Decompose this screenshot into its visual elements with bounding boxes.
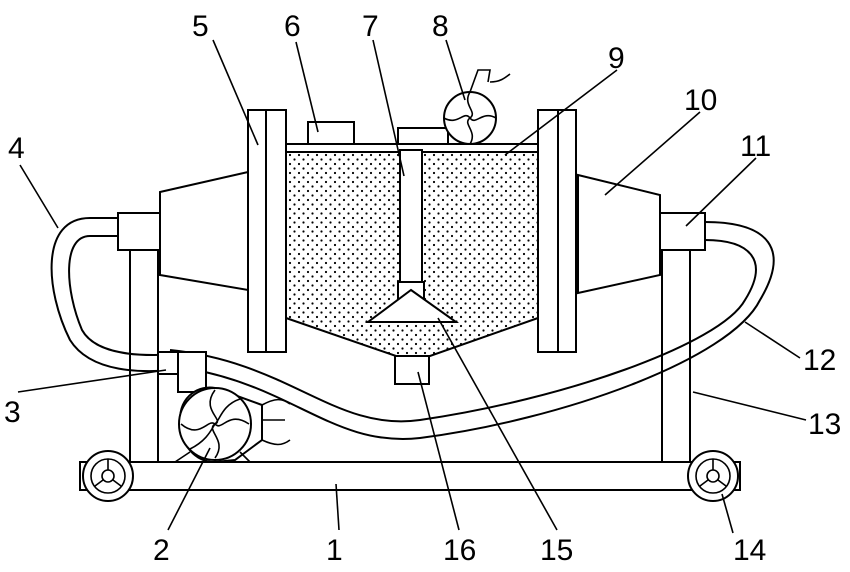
outlet-16 xyxy=(394,355,430,385)
leader-lines xyxy=(17,39,807,534)
spreader-15 xyxy=(364,288,460,323)
callout-3: 3 xyxy=(4,396,21,429)
return-pipe xyxy=(169,221,775,440)
callout-5: 5 xyxy=(192,10,209,43)
fan-8 xyxy=(397,69,511,145)
callout-labels: 1 2 3 4 5 6 7 8 9 10 11 12 13 14 15 16 xyxy=(4,10,841,567)
feed-pipe xyxy=(50,217,191,373)
callout-13: 13 xyxy=(808,408,841,441)
callout-10: 10 xyxy=(684,84,717,117)
callout-6: 6 xyxy=(284,10,301,43)
wheel-right xyxy=(687,450,739,502)
callout-1: 1 xyxy=(326,534,343,567)
callout-7: 7 xyxy=(362,10,379,43)
callout-4: 4 xyxy=(8,132,25,165)
support-legs xyxy=(129,249,691,463)
callout-14: 14 xyxy=(733,534,766,567)
connector-pipe-3 xyxy=(157,351,207,393)
pump-2 xyxy=(174,386,291,464)
top-box-6 xyxy=(307,121,355,145)
callout-2: 2 xyxy=(153,534,170,567)
wheel-left xyxy=(82,450,134,502)
callout-9: 9 xyxy=(608,42,625,75)
left-flange xyxy=(247,109,287,353)
base-frame xyxy=(79,461,741,491)
shaft-7 xyxy=(397,149,425,311)
right-cone-housing xyxy=(577,173,706,295)
callout-16: 16 xyxy=(443,534,476,567)
right-flange xyxy=(537,109,577,353)
callout-12: 12 xyxy=(803,344,836,377)
callout-15: 15 xyxy=(540,534,573,567)
callout-11: 11 xyxy=(740,130,771,163)
callout-8: 8 xyxy=(432,10,449,43)
